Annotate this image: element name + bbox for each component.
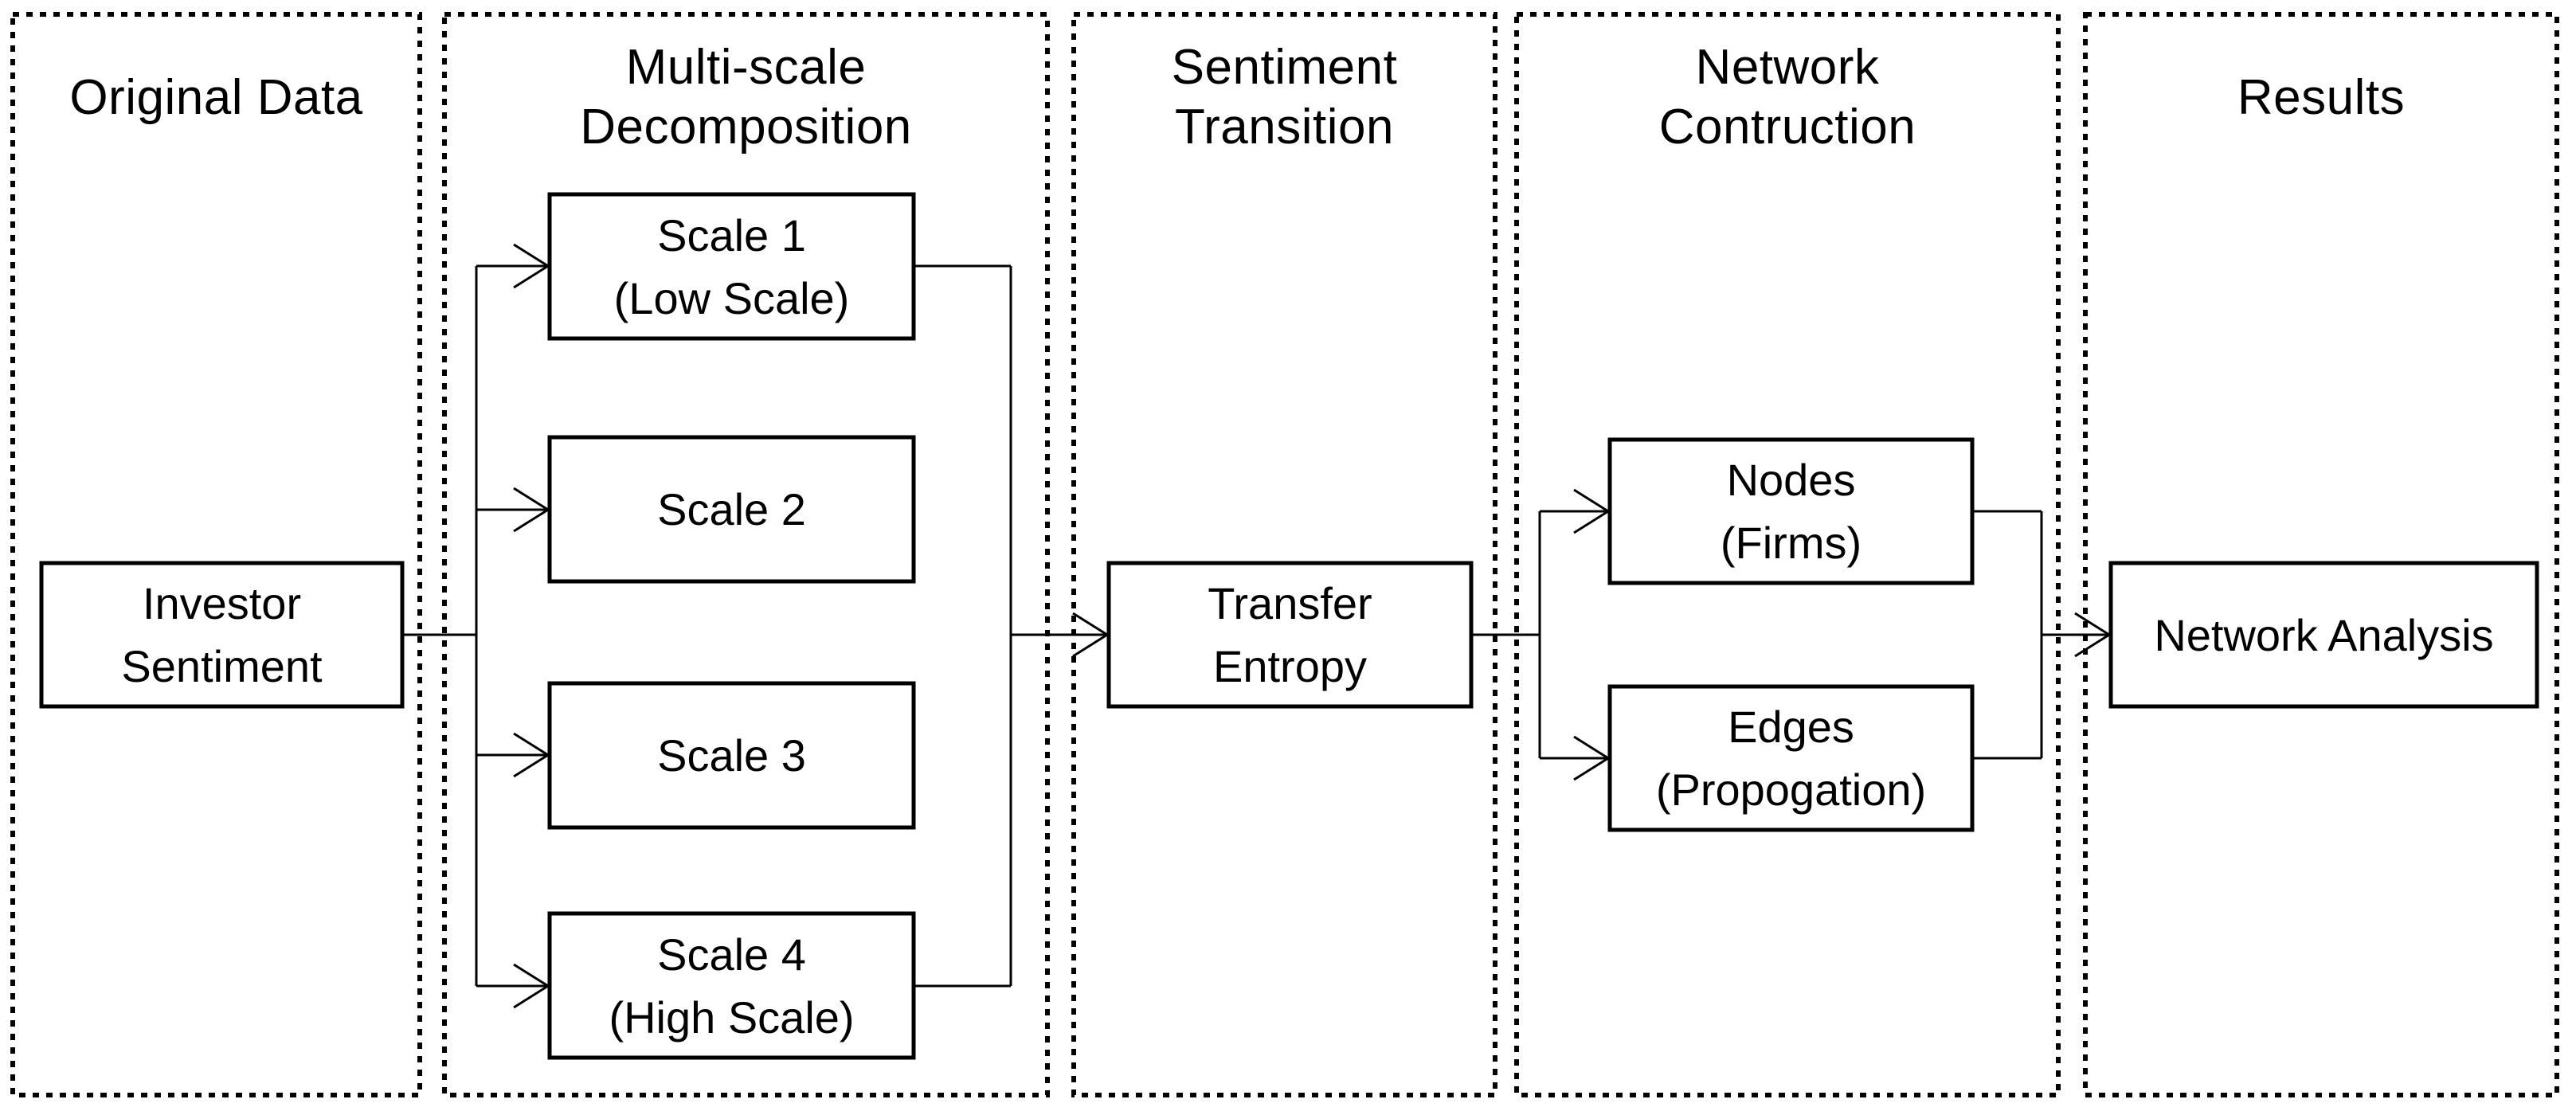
- panel-title-line: Decomposition: [580, 100, 912, 155]
- box-edges-propagation: [1607, 684, 1975, 832]
- panel-title-line: Sentiment: [1171, 40, 1398, 95]
- panel-border-original-data: [10, 12, 422, 1097]
- box-label-line: Entropy: [1213, 641, 1367, 691]
- label-scale-1: Scale 1 (Low Scale): [550, 194, 914, 338]
- box-network-analysis: [2108, 561, 2539, 709]
- box-label-line: (Propogation): [1655, 765, 1927, 815]
- panel-border-results: [2083, 12, 2559, 1097]
- panel-title-line: Multi-scale: [625, 40, 867, 95]
- panel-border-sentiment-transition: [1071, 12, 1497, 1097]
- panel-title-sentiment-transition: Sentiment Transition: [1074, 32, 1495, 162]
- box-label-line: Scale 4: [657, 929, 806, 980]
- box-label-line: (High Scale): [609, 992, 855, 1043]
- box-label-line: (Firms): [1720, 518, 1862, 568]
- label-scale-2: Scale 2: [550, 437, 914, 581]
- label-investor-sentiment: Investor Sentiment: [41, 563, 402, 706]
- label-transfer-entropy: Transfer Entropy: [1109, 563, 1471, 706]
- box-label-line: Scale 1: [657, 209, 806, 260]
- box-label-line: (Low Scale): [613, 272, 850, 323]
- box-scale-2: [547, 435, 916, 584]
- box-transfer-entropy: [1106, 561, 1474, 709]
- box-label-line: Sentiment: [121, 641, 323, 691]
- panel-border-network-construction: [1514, 12, 2061, 1097]
- box-label-line: Network Analysis: [2154, 609, 2494, 660]
- panel-title-original-data: Original Data: [13, 32, 420, 162]
- box-investor-sentiment: [39, 561, 405, 709]
- box-scale-4: [547, 911, 916, 1060]
- box-nodes-firms: [1607, 437, 1975, 585]
- box-scale-1: [547, 192, 916, 341]
- box-label-line: Scale 3: [657, 730, 806, 780]
- box-label-line: Investor: [142, 578, 302, 628]
- panel-title-network-construction: Network Contruction: [1517, 32, 2058, 162]
- box-label-line: Edges: [1728, 702, 1854, 752]
- panel-title-line: Network: [1695, 40, 1880, 95]
- label-network-analysis: Network Analysis: [2111, 563, 2537, 706]
- box-scale-3: [547, 681, 916, 830]
- panel-title-line: Results: [2237, 69, 2406, 125]
- box-label-line: Nodes: [1726, 455, 1856, 505]
- box-label-line: Scale 2: [657, 484, 806, 534]
- label-scale-3: Scale 3: [550, 683, 914, 827]
- panel-title-line: Original Data: [69, 69, 363, 125]
- label-nodes-firms: Nodes (Firms): [1610, 440, 1972, 583]
- label-scale-4: Scale 4 (High Scale): [550, 913, 914, 1058]
- box-label-line: Transfer: [1208, 578, 1372, 628]
- panel-title-line: Contruction: [1658, 100, 1916, 155]
- label-edges-propagation: Edges (Propogation): [1610, 687, 1972, 830]
- panel-border-multiscale-decomposition: [442, 12, 1050, 1097]
- panel-title-multiscale-decomposition: Multi-scale Decomposition: [444, 32, 1047, 162]
- panel-title-results: Results: [2085, 32, 2557, 162]
- panel-title-line: Transition: [1175, 100, 1394, 155]
